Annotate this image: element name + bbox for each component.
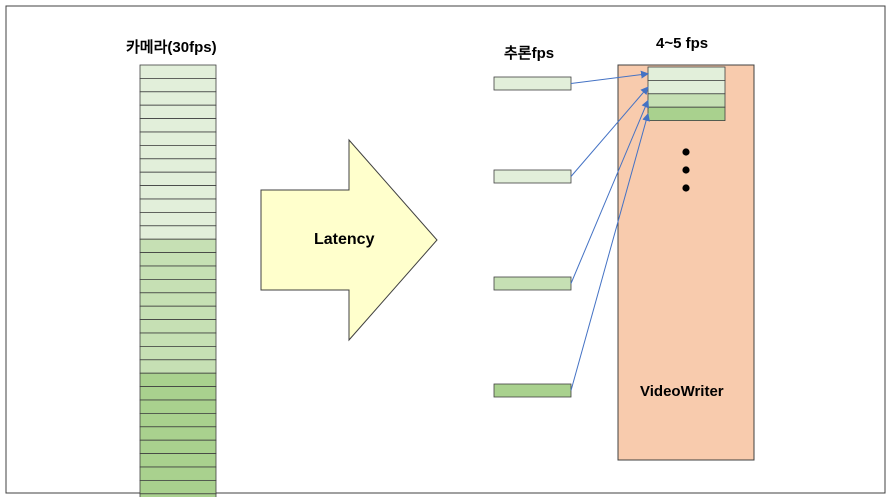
inference-frame [493,76,572,91]
latency-label: Latency [314,231,375,248]
camera-frame [139,118,217,133]
camera-frame [139,453,217,468]
camera-frame [139,78,217,93]
camera-frame [139,91,217,106]
inference-frames [493,76,572,398]
camera-frame [139,211,217,227]
connector-arrow [570,112,650,391]
buffer-frame [647,93,726,108]
camera-frame [139,345,217,361]
camera-frame [139,158,217,173]
connector-arrow [570,70,649,84]
buffer-frame [647,80,726,95]
inference-title: 추론fps [504,45,555,62]
inference-frame [493,383,572,398]
camera-frame [139,265,217,280]
camera-frame [139,131,217,146]
ellipsis-dot [682,148,690,156]
camera-title: 카메라(30fps) [126,39,217,56]
camera-frame [139,439,217,455]
camera-frame [139,426,217,441]
camera-frame [139,493,217,497]
camera-frame [139,144,217,160]
camera-frame [139,64,217,79]
camera-frame [139,104,217,119]
buffer-frame [647,66,726,81]
camera-frame [139,225,217,240]
buffer-frame [647,106,726,121]
camera-frame [139,238,217,253]
camera-frame [139,412,217,428]
camera-frame [139,292,217,307]
latency-arrow [260,138,438,342]
camera-frame-strip [139,64,217,497]
camera-frame [139,278,217,294]
camera-frame [139,252,217,267]
videowriter-box [617,64,755,461]
camera-frame [139,319,217,334]
camera-frame [139,198,217,213]
inference-frame [493,276,572,291]
connector-arrow [570,86,649,177]
videowriter-buffer [647,66,726,121]
camera-frame [139,359,217,374]
camera-frame [139,332,217,347]
inference-frame [493,169,572,184]
ellipsis-dot [682,166,690,174]
camera-frame [139,466,217,481]
camera-frame [139,185,217,200]
camera-frame [139,479,217,495]
connector-arrow [570,99,649,284]
camera-frame [139,399,217,414]
connector-arrows [570,70,650,391]
camera-frame [139,372,217,388]
ellipsis-dots [682,148,690,192]
camera-frame [139,305,217,321]
ellipsis-dot [682,184,690,192]
writer-rate-label: 4~5 fps [656,35,709,52]
camera-frame [139,171,217,186]
videowriter-label: VideoWriter [640,383,724,400]
camera-frame [139,386,217,401]
